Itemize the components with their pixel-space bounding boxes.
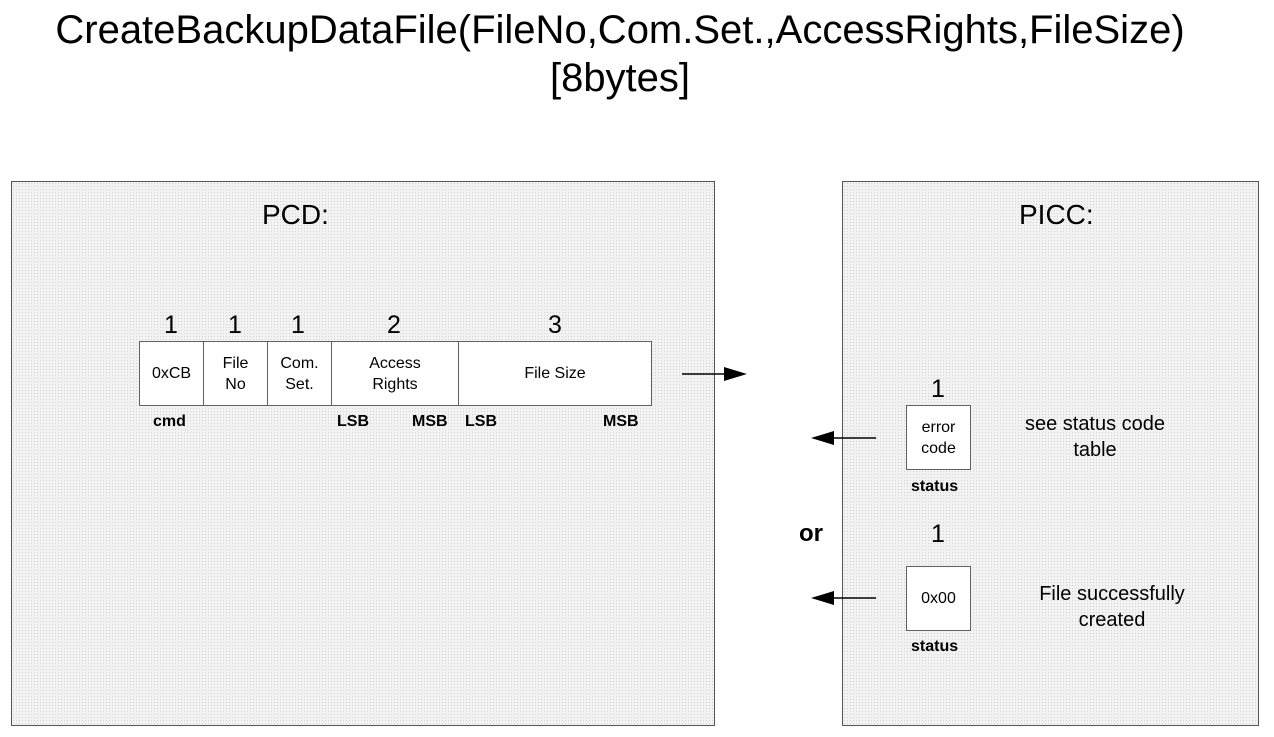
field-cmd: 0xCB xyxy=(139,341,204,406)
byte-count-access-rights: 2 xyxy=(387,311,401,339)
field-file-no: File No xyxy=(203,341,268,406)
field-access-rights: Access Rights xyxy=(331,341,459,406)
cmd-label: cmd xyxy=(153,413,186,430)
pcd-panel: PCD: xyxy=(11,181,715,726)
response2-description: File successfully created xyxy=(1039,583,1185,631)
response1-status-label: status xyxy=(911,478,959,495)
field-status-ok: 0x00 xyxy=(906,566,971,631)
diagram-title-line2: [8bytes] xyxy=(549,56,691,100)
file-size-msb-label: MSB xyxy=(603,413,639,430)
pcd-label: PCD: xyxy=(262,199,329,230)
picc-label: PICC: xyxy=(1019,199,1094,230)
response2-arrow-left xyxy=(811,591,876,605)
response1-description: see status code table xyxy=(1024,413,1166,461)
response1-byte-count: 1 xyxy=(931,375,945,403)
access-rights-lsb-label: LSB xyxy=(337,413,369,430)
field-file-size: File Size xyxy=(458,341,652,406)
or-label: or xyxy=(799,520,823,547)
byte-count-cmd: 1 xyxy=(164,311,178,339)
byte-count-file-no: 1 xyxy=(228,311,242,339)
field-com-set: Com. Set. xyxy=(267,341,332,406)
byte-count-com-set: 1 xyxy=(291,311,305,339)
byte-count-file-size: 3 xyxy=(548,311,562,339)
file-size-lsb-label: LSB xyxy=(465,413,497,430)
response1-arrow-left xyxy=(811,431,876,445)
diagram-title-line1: CreateBackupDataFile(FileNo,Com.Set.,Acc… xyxy=(55,8,1185,52)
response2-byte-count: 1 xyxy=(931,520,945,548)
access-rights-msb-label: MSB xyxy=(412,413,448,430)
response2-status-label: status xyxy=(911,638,959,655)
command-arrow-right xyxy=(682,367,747,381)
field-error-code: error code xyxy=(906,405,971,470)
